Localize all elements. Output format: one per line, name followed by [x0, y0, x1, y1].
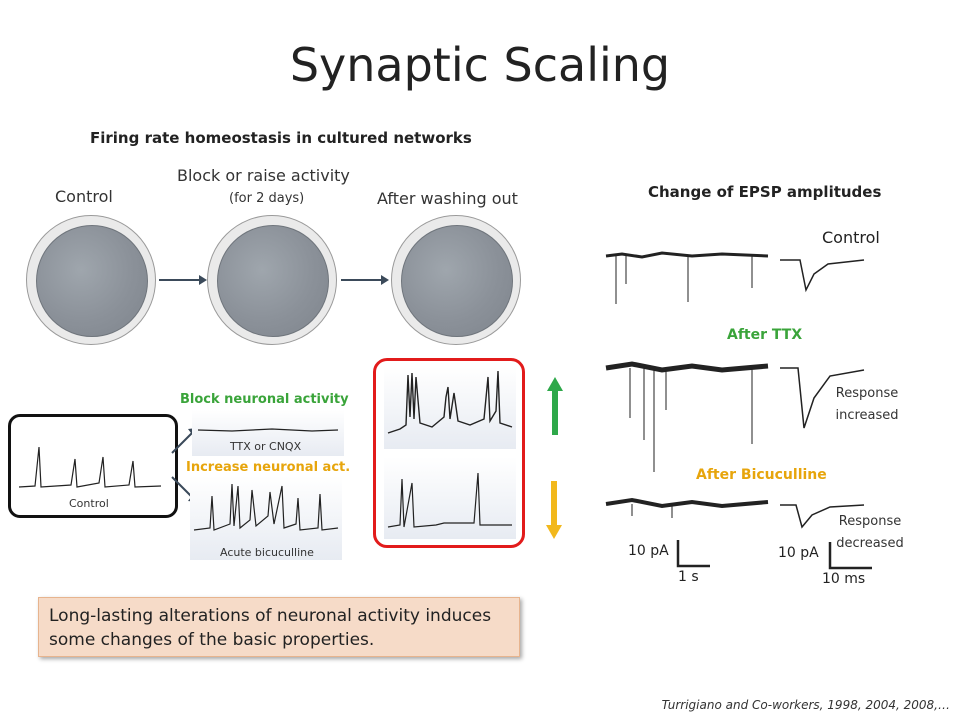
arrow-right-icon — [341, 275, 389, 285]
response-decreased-line1: Response — [838, 514, 902, 529]
scale2-amplitude: 10 pA — [778, 545, 819, 561]
result-burst-panel — [384, 367, 516, 449]
result-box — [373, 358, 525, 548]
ttx-trace-panel: TTX or CNQX — [192, 410, 344, 456]
bicuculline-trace-panel: Acute bicuculline — [190, 476, 342, 560]
after-ttx-label: After TTX — [727, 327, 803, 343]
arrow-right-icon — [159, 275, 207, 285]
ttx-epsp-waveform-icon — [780, 367, 865, 429]
bicuculline-trace-label: Acute bicuculline — [220, 546, 314, 559]
response-decreased-label: Response decreased — [825, 511, 915, 555]
scale2-time: 10 ms — [822, 571, 866, 587]
large-burst-trace-icon — [387, 370, 513, 434]
response-increased-label: Response increased — [822, 383, 912, 427]
block-duration-label: (for 2 days) — [229, 191, 305, 206]
control-trace-box: Control — [8, 414, 178, 518]
control-trace-icon — [18, 446, 162, 488]
bicuculline-epsp-waveform-icon — [780, 504, 865, 529]
ttx-trace-label: TTX or CNQX — [230, 440, 302, 453]
response-increased-line2: increased — [835, 408, 899, 423]
burst-trace-icon — [193, 483, 339, 531]
control-epsp-trace-icon — [605, 251, 769, 304]
scale1-amplitude: 10 pA — [628, 543, 669, 559]
culture-dish-block — [207, 215, 337, 345]
control-label: Control — [55, 187, 113, 206]
low-activity-trace-icon — [387, 472, 512, 528]
control-trace-label: Control — [69, 497, 109, 510]
culture-dish-control — [26, 215, 156, 345]
scale-bar-icon — [676, 540, 710, 568]
down-arrow-icon — [546, 481, 562, 539]
subtitle: Firing rate homeostasis in cultured netw… — [90, 129, 472, 147]
ttx-epsp-trace-icon — [605, 361, 769, 472]
culture-dish-after — [391, 215, 521, 345]
bicuculline-epsp-trace-icon — [605, 497, 769, 518]
result-low-panel — [384, 457, 516, 539]
after-bicuculline-label: After Bicuculline — [696, 467, 827, 483]
control-epsp-waveform-icon — [780, 259, 865, 293]
scale-bar-icon — [828, 542, 872, 570]
block-activity-label: Block neuronal activity — [180, 392, 349, 407]
citation: Turrigiano and Co-workers, 1998, 2004, 2… — [661, 698, 950, 712]
response-increased-line1: Response — [835, 386, 899, 401]
scale1-time: 1 s — [678, 569, 699, 585]
up-arrow-icon — [547, 377, 563, 435]
control-epsp-label: Control — [822, 228, 880, 247]
slide-title: Synaptic Scaling — [289, 38, 671, 92]
after-washout-label: After washing out — [377, 189, 518, 208]
increase-activity-label: Increase neuronal act. — [186, 460, 351, 475]
flat-trace-icon — [197, 428, 339, 432]
epsp-heading: Change of EPSP amplitudes — [648, 183, 882, 201]
summary-callout: Long-lasting alterations of neuronal act… — [38, 597, 520, 657]
response-decreased-line2: decreased — [836, 536, 904, 551]
block-label: Block or raise activity — [177, 166, 350, 185]
